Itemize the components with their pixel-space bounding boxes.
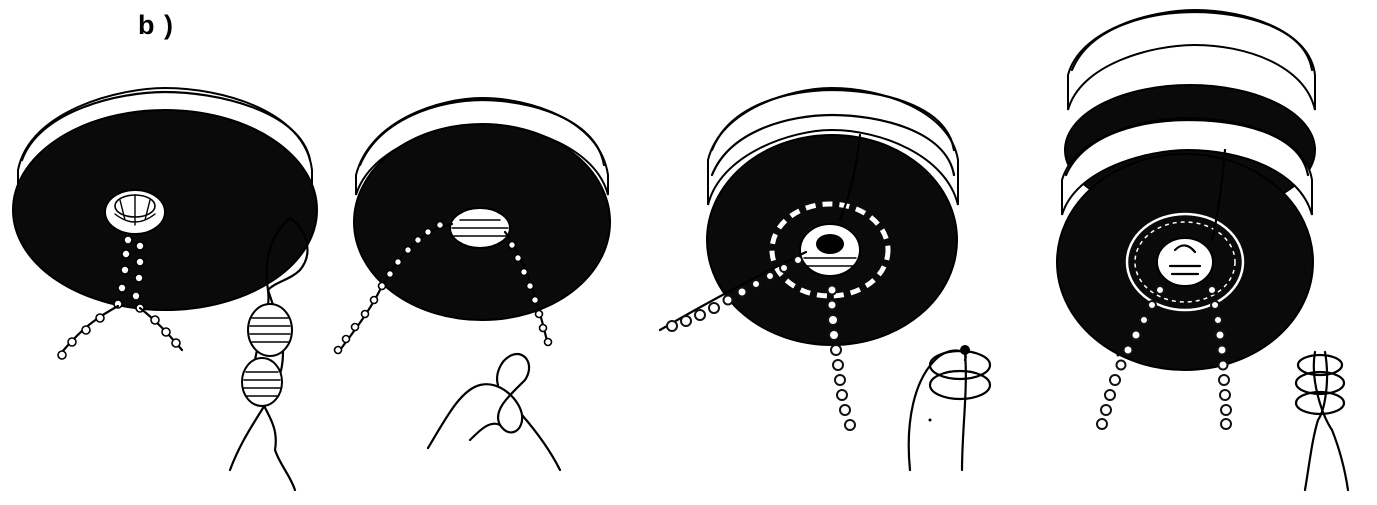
stage-4-stacked-disks <box>1057 10 1348 490</box>
histone-octamer-core <box>105 190 165 234</box>
panel-label: b ) <box>138 10 174 41</box>
stage-3-disk-pair <box>660 88 990 470</box>
stage-2-single-disk <box>335 98 611 470</box>
coiled-dna-diagram <box>909 345 990 470</box>
looped-dna-diagram <box>428 354 560 470</box>
supercoiled-dna-diagram <box>1117 352 1349 490</box>
stage-1-single-disk <box>13 88 317 490</box>
dna-linker-strands <box>58 306 182 359</box>
histone-octamer-core <box>450 208 510 248</box>
